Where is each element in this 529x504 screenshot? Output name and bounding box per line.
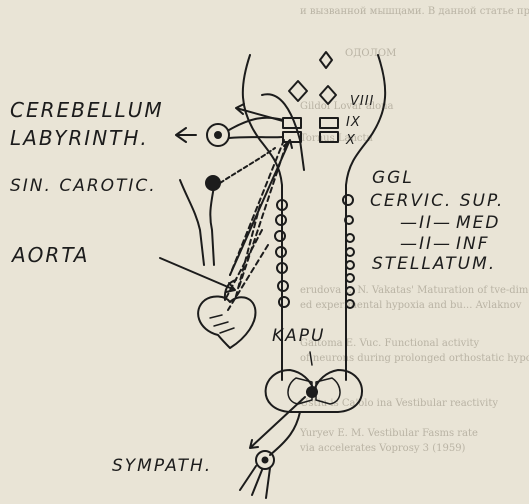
kapu-pointer	[310, 352, 312, 365]
ganglion	[346, 287, 354, 295]
label-stellatum: STELLATUM.	[372, 256, 496, 273]
label-ggl: GGL	[372, 170, 414, 187]
heart-detail	[210, 315, 234, 333]
carotid-path	[220, 148, 275, 183]
ganglion	[346, 261, 354, 269]
ganglion	[279, 297, 289, 307]
nucleus-square	[320, 132, 338, 142]
aorta-arrow	[160, 258, 235, 292]
labyrinth-ganglion-core	[215, 132, 221, 138]
labyrinth-arrow	[176, 128, 196, 142]
label-inf: INF	[456, 236, 490, 253]
label-ix: IX	[346, 116, 361, 129]
ganglion	[346, 274, 354, 282]
label-sin-carotic: SIN. CAROTIC.	[10, 178, 157, 195]
label-cervic-sup: CERVIC. SUP.	[370, 193, 504, 210]
ganglion	[343, 195, 353, 205]
nucleus-square	[283, 118, 301, 128]
ganglion	[346, 300, 354, 308]
carotid-body	[206, 176, 220, 190]
vestibular-nucleus-diamond	[320, 86, 336, 104]
root-ganglion-core	[263, 458, 268, 463]
label-kapu: KAPU	[272, 328, 325, 345]
label-inf-dash: —II—	[400, 236, 452, 253]
labyrinth-to-nucleus-path	[229, 137, 283, 138]
ganglion	[346, 234, 354, 242]
ganglion	[346, 248, 354, 256]
label-cerebellum: CEREBELLUM	[10, 100, 164, 120]
label-x: X	[346, 134, 356, 147]
ganglion	[275, 231, 285, 241]
label-med: MED	[456, 215, 501, 232]
label-labyrinth: LABYRINTH.	[10, 128, 149, 148]
carotid-sinus-shape	[180, 180, 215, 265]
label-sympath: SYMPATH.	[112, 458, 212, 475]
label-med-dash: —II—	[400, 215, 452, 232]
sympathetic-chain-right	[343, 195, 354, 308]
vestibular-nucleus-diamond	[289, 81, 307, 101]
sympathetic-neuron	[307, 387, 317, 397]
label-aorta: AORTA	[12, 245, 89, 265]
nucleus-square	[320, 118, 338, 128]
spinal-nerve	[240, 466, 270, 498]
vestibular-nucleus-diamond	[320, 52, 332, 68]
spinal-root	[270, 412, 300, 455]
label-viii: VIII	[350, 95, 374, 108]
